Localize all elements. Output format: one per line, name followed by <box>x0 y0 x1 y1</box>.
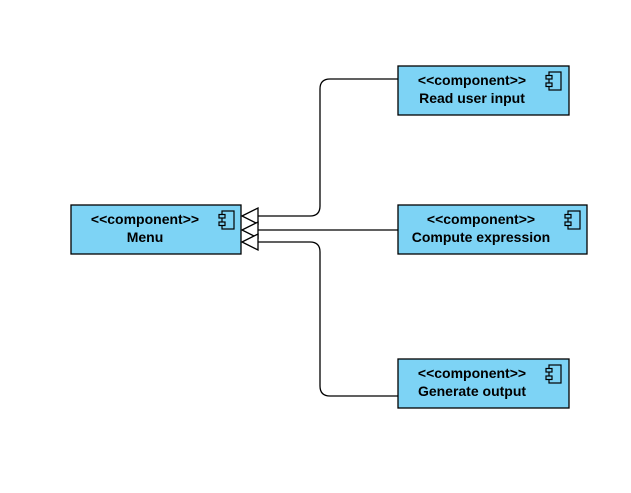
component-name: Compute expression <box>412 229 550 245</box>
component-name: Generate output <box>418 383 526 399</box>
component-stereotype: <<component>> <box>418 72 526 88</box>
component-icon <box>218 210 235 230</box>
generalization-arrowhead-compute <box>240 220 259 240</box>
component-icon <box>564 210 581 230</box>
component-stereotype: <<component>> <box>427 211 535 227</box>
arrowheads <box>240 206 259 252</box>
component-name: Read user input <box>419 90 525 106</box>
component-stereotype: <<component>> <box>91 211 199 227</box>
component-box <box>397 358 570 409</box>
component-icon <box>545 71 562 91</box>
component-read-user-input[interactable]: <<component>> Read user input <box>397 65 570 116</box>
connector-generate-to-menu[interactable] <box>258 241 398 397</box>
generalization-arrowhead-read <box>240 206 259 226</box>
component-stereotype: <<component>> <box>418 365 526 381</box>
connectors <box>258 78 398 397</box>
component-compute-expression[interactable]: <<component>> Compute expression <box>397 204 588 255</box>
component-box <box>70 204 242 255</box>
component-name: Menu <box>127 229 164 245</box>
component-menu[interactable]: <<component>> Menu <box>70 204 242 255</box>
connector-read-to-menu[interactable] <box>258 78 398 217</box>
component-icon <box>545 364 562 384</box>
component-box <box>397 204 588 255</box>
component-box <box>397 65 570 116</box>
component-generate-output[interactable]: <<component>> Generate output <box>397 358 570 409</box>
generalization-arrowhead-generate <box>240 232 259 252</box>
